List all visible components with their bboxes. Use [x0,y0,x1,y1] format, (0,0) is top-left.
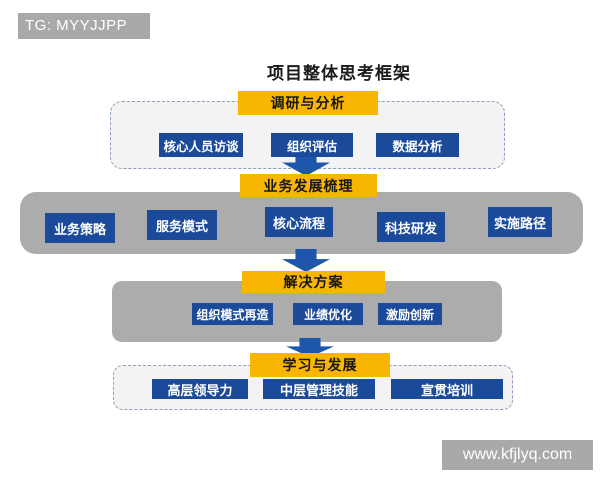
section-header-research: 调研与分析 [238,91,378,115]
section-header-business: 业务发展梳理 [240,174,377,197]
tg-watermark-label: TG: MYYJJPP [18,13,150,39]
item-box-incentive-innovation: 激励创新 [378,303,442,325]
section-header-solutions: 解决方案 [242,271,385,293]
item-box-org-assessment: 组织评估 [271,133,353,157]
item-box-data-analysis: 数据分析 [376,133,459,157]
item-box-business-strategy: 业务策略 [45,213,115,243]
item-box-implementation-path: 实施路径 [488,207,552,237]
item-box-core-interviews: 核心人员访谈 [159,133,243,157]
item-box-performance-optimization: 业绩优化 [293,303,363,325]
item-box-middle-mgmt-skills: 中层管理技能 [263,379,375,399]
item-box-service-model: 服务模式 [147,210,217,240]
item-box-promotion-training: 宣贯培训 [391,379,503,399]
item-box-tech-rd: 科技研发 [377,212,445,242]
item-box-core-process: 核心流程 [265,207,333,237]
item-box-org-model-reengineering: 组织模式再造 [192,303,273,325]
item-box-senior-leadership: 高层领导力 [152,379,248,399]
page-title: 项目整体思考框架 [267,64,411,83]
site-watermark: www.kfjlyq.com [442,440,593,470]
section-header-learning: 学习与发展 [250,353,390,377]
